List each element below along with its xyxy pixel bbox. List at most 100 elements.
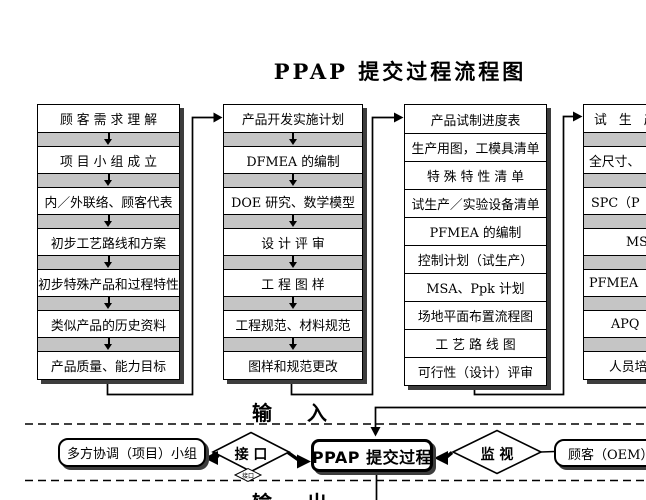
- flow-box: PFMEA 的编制: [405, 217, 546, 245]
- flow-box-label: MSA、Ppk 计划: [426, 282, 525, 297]
- flow-box-label: 人员培: [609, 360, 646, 375]
- flow-box: 类似产品的历史资料: [38, 310, 179, 338]
- flow-box-label: 工程规范、材料规范: [235, 318, 351, 334]
- flow-box: 项 目 小 组 成 立: [38, 146, 179, 174]
- flow-box-label: 初步工艺路线和方案: [50, 236, 167, 252]
- flow-box-label: DFMEA 的编制: [246, 154, 340, 170]
- down-arrow-icon: [104, 133, 112, 145]
- flow-box-label: 设 计 评 审: [261, 236, 325, 252]
- flow-gap: [224, 256, 362, 269]
- monitor-diamond-label: 监 视: [480, 447, 514, 463]
- down-arrow-icon: [104, 256, 112, 268]
- flow-box-label: 类似产品的历史资料: [50, 318, 167, 334]
- flow-box-label: 内／外联络、顾客代表: [44, 195, 173, 211]
- flow-box-label: 场地平面布置流程图: [417, 310, 534, 325]
- column-design-development: 产品开发实施计划 DFMEA 的编制 DOE 研究、数学模型 设 计 评 审 工…: [223, 104, 363, 380]
- flow-box: 产品试制进度表: [405, 105, 546, 133]
- down-arrow-icon: [288, 338, 297, 350]
- flow-box-label: APQ: [611, 316, 640, 332]
- customer-oem-box: 顾客（OEM）: [554, 439, 646, 467]
- flow-box-label: 产品质量、能力目标: [50, 360, 167, 375]
- flow-box: 试 生 产: [584, 105, 646, 133]
- arrowhead-into-ppap-icon: [370, 427, 381, 437]
- input-band-label: 输 入: [252, 401, 327, 425]
- flow-box: 全尺寸、: [584, 146, 646, 174]
- flow-gap: [38, 338, 179, 351]
- flow-box: MSA: [584, 228, 646, 256]
- interface-diamond-label: 接 口: [234, 447, 268, 463]
- flow-box-label: 全尺寸、: [589, 154, 641, 170]
- flow-gap: [584, 256, 646, 269]
- flow-gap: [224, 133, 362, 146]
- arrowhead-into-team-icon: [204, 451, 218, 465]
- flow-gap: [584, 297, 646, 310]
- down-arrow-icon: [288, 215, 297, 227]
- flow-gap: [584, 215, 646, 228]
- arrowhead-ppap-right-icon: [434, 451, 448, 465]
- flow-box: 试生产／实验设备清单: [405, 189, 546, 217]
- connector-col4-ppap: [374, 406, 646, 428]
- arrowhead-into-col3-icon: [394, 112, 404, 123]
- flow-gap: [224, 297, 362, 310]
- down-arrow-icon: [288, 256, 297, 268]
- connector-col1-col2: [106, 116, 214, 396]
- flow-gap: [224, 215, 362, 228]
- output-band-label: 输 出: [252, 487, 327, 500]
- ppap-process-label: PPAP 提交过程: [311, 447, 433, 467]
- flow-box-label: SPC（P: [591, 195, 640, 211]
- flow-box: 工程规范、材料规范: [224, 310, 362, 338]
- flow-box: DOE 研究、数学模型: [224, 187, 362, 215]
- flow-box-label: 控制计划（试生产）: [417, 254, 534, 269]
- flow-box-label: PFMEA: [589, 275, 639, 291]
- flow-gap: [38, 215, 179, 228]
- flow-box: 场地平面布置流程图: [405, 301, 546, 329]
- down-arrow-icon: [288, 133, 297, 145]
- connector-col2-col3: [290, 116, 395, 396]
- flow-box: APQ: [584, 310, 646, 338]
- flow-box-label: 特 殊 特 性 清 单: [426, 170, 525, 185]
- flow-box: 设 计 评 审: [224, 228, 362, 256]
- flow-box: 产品开发实施计划: [224, 105, 362, 133]
- flow-box: 特 殊 特 性 清 单: [405, 161, 546, 189]
- down-arrow-icon: [104, 174, 112, 186]
- flow-box-label: 试生产／实验设备清单: [411, 198, 540, 213]
- flow-box-label: 图样和规范更改: [248, 360, 338, 375]
- customer-oem-label: 顾客（OEM）: [568, 447, 646, 463]
- flow-box: 图样和规范更改: [224, 351, 362, 379]
- arrowhead-ppap-left-icon: [297, 454, 311, 469]
- flow-gap: [38, 174, 179, 187]
- flow-box: MSA、Ppk 计划: [405, 273, 546, 301]
- flow-box: 产品质量、能力目标: [38, 351, 179, 379]
- flow-gap: [584, 174, 646, 187]
- flow-gap: [38, 297, 179, 310]
- flow-box-label: 可行性（设计）评审: [417, 366, 534, 381]
- flow-box-label: PFMEA 的编制: [429, 226, 522, 241]
- connector-col3-col4: [473, 115, 574, 396]
- flow-box: 工 程 图 样: [224, 269, 362, 297]
- down-arrow-icon: [288, 174, 297, 186]
- flow-gap: [224, 174, 362, 187]
- flow-gap: [224, 338, 362, 351]
- line-customer-to-monitor: [540, 450, 556, 453]
- down-arrow-icon: [104, 297, 112, 309]
- flow-box: 人员培: [584, 351, 646, 379]
- arrowhead-into-col2-icon: [213, 112, 223, 123]
- flow-box-label: 工 艺 路 线 图: [435, 338, 516, 353]
- flow-box-label: MSA: [626, 234, 646, 250]
- down-arrow-icon: [104, 338, 112, 350]
- flow-box-label: 生产用图，工模具清单: [411, 142, 540, 157]
- flow-box-label: 顾 客 需 求 理 解: [59, 113, 158, 128]
- interface-small-diamond-label: 接口: [241, 473, 254, 480]
- flow-box-label: 初步特殊产品和过程特性: [38, 277, 179, 293]
- flow-box: 内／外联络、顾客代表: [38, 187, 179, 215]
- flow-gap: [38, 256, 179, 269]
- column-trial-production-docs: 产品试制进度表 生产用图，工模具清单 特 殊 特 性 清 单 试生产／实验设备清…: [404, 104, 547, 386]
- flow-box-label: 产品开发实施计划: [241, 113, 345, 128]
- flow-gap: [38, 133, 179, 146]
- flow-gap: [584, 133, 646, 146]
- flow-box: DFMEA 的编制: [224, 146, 362, 174]
- flow-box-label: 项 目 小 组 成 立: [59, 154, 158, 170]
- ppap-process-box: PPAP 提交过程: [311, 439, 433, 472]
